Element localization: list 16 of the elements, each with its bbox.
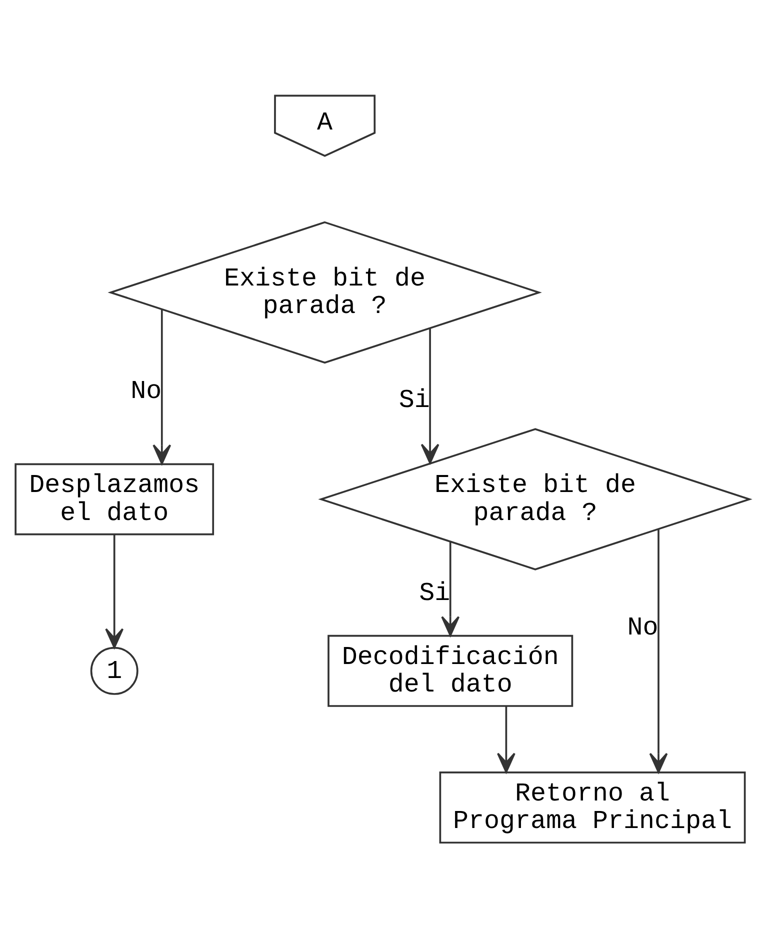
arrow: [152, 309, 172, 465]
node-circle: 1: [90, 646, 138, 695]
node-box: Retorno al Programa Principal: [439, 772, 746, 844]
edge-label: No: [130, 376, 162, 406]
edge-label: No: [627, 612, 658, 642]
arrow: [649, 529, 668, 774]
arrow: [420, 328, 440, 464]
arrow: [105, 534, 124, 648]
arrow: [441, 542, 460, 636]
arrow: [496, 706, 516, 773]
node-diamond: Existe bit de parada ?: [108, 221, 542, 364]
node-box: Decodificación del dato: [328, 634, 574, 707]
node-diamond: Existe bit de parada ?: [318, 428, 752, 570]
edge-label: Si: [419, 578, 450, 608]
edge-label: Si: [398, 385, 430, 416]
node-box: Desplazamos el dato: [14, 463, 214, 536]
